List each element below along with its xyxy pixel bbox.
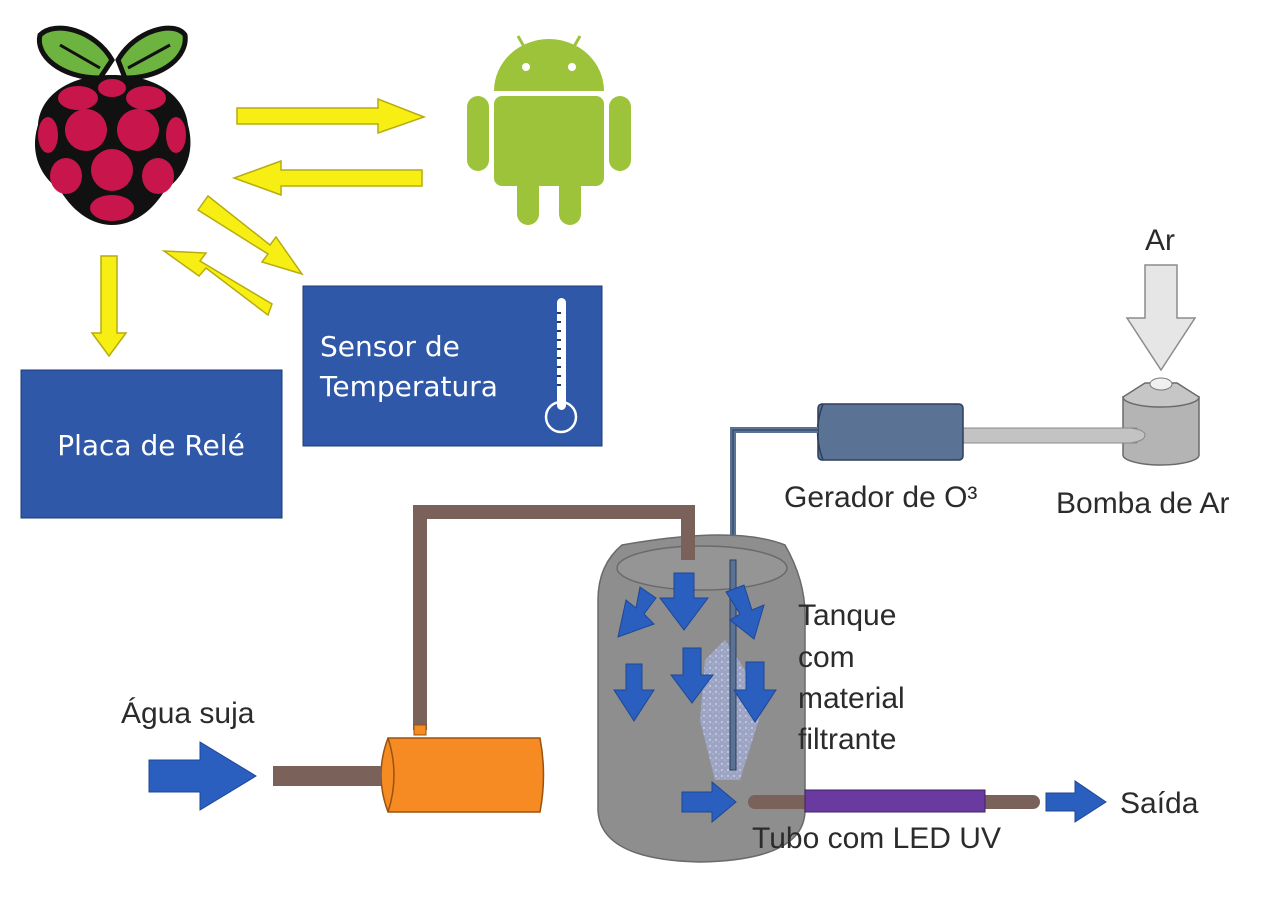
raspberry-pi-icon <box>34 25 191 225</box>
flow-arrow <box>617 586 657 638</box>
temp-sensor-label-line1: Sensor de <box>320 330 460 363</box>
flow-arrow <box>613 663 655 722</box>
water-pump <box>380 724 545 813</box>
tank-outlet-arrow <box>681 780 737 824</box>
arrow-pi-to-relay <box>90 255 128 358</box>
android-icon <box>467 35 631 225</box>
flow-arrow <box>670 647 714 704</box>
flow-arrow <box>725 584 765 640</box>
ozone-generator <box>816 403 964 461</box>
air-hose <box>961 427 1146 444</box>
output-arrow <box>1045 780 1107 823</box>
output-label: Saída <box>1120 787 1199 820</box>
tank-label-line2: com <box>798 641 855 674</box>
dirty-water-arrow <box>148 741 257 811</box>
tank-label-line1: Tanque <box>798 599 896 632</box>
temp-sensor-label-line2: Temperatura <box>319 370 498 403</box>
uv-tube-label: Tubo com LED UV <box>752 822 1001 855</box>
ozone-generator-label: Gerador de O³ <box>784 481 977 514</box>
arrow-pi-to-android <box>236 97 427 135</box>
air-pump-label: Bomba de Ar <box>1056 487 1229 520</box>
arrow-sensor-to-pi <box>161 250 273 317</box>
tank-label-line3: material <box>798 682 905 715</box>
air-pump <box>1122 377 1200 466</box>
thermometer-icon <box>544 298 578 434</box>
arrow-pi-to-sensor <box>196 194 304 276</box>
dirty-water-label: Água suja <box>121 697 255 730</box>
flow-arrow <box>659 572 709 631</box>
relay-board-label: Placa de Relé <box>57 429 245 462</box>
flow-arrow <box>733 661 777 723</box>
air-input-label: Ar <box>1145 224 1175 257</box>
arrow-android-to-pi <box>231 159 423 197</box>
temp-sensor-box: Sensor de Temperatura <box>302 285 603 447</box>
ozone-diffuser-tube <box>729 559 737 771</box>
relay-board-box: Placa de Relé <box>20 369 283 519</box>
inlet-pipe <box>273 766 381 786</box>
tank-label-line4: filtrante <box>798 723 896 756</box>
tank-flow-arrows <box>613 572 777 723</box>
tank-inlet-pipe <box>681 505 695 560</box>
uv-tube <box>748 789 1040 813</box>
air-input-arrow <box>1125 264 1197 372</box>
